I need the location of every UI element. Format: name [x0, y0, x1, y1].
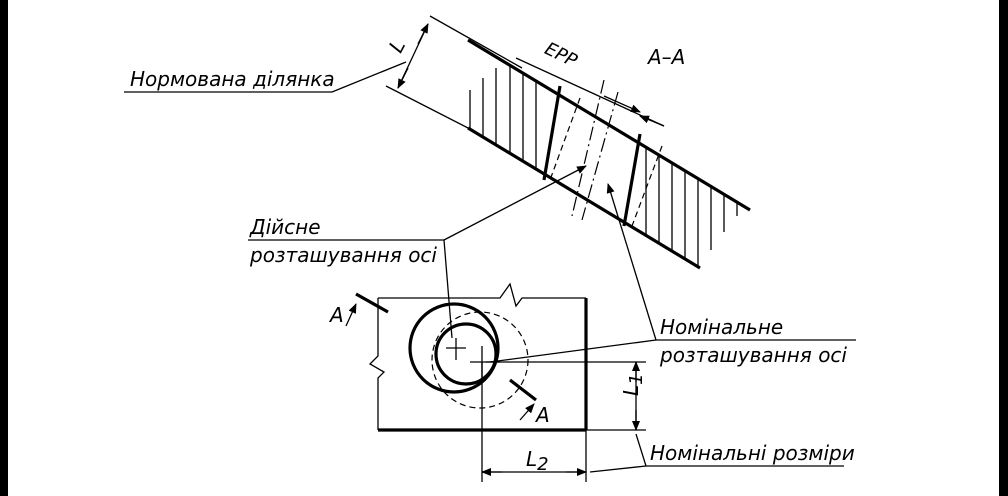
leader-nominal-position: Номінальне розташування осі: [489, 183, 856, 367]
plate-top-edge: [378, 282, 586, 308]
l-extension-bottom: [385, 85, 469, 129]
plate-left-edge: [368, 298, 386, 430]
frame-right-border: [999, 0, 1008, 496]
actual-hole-circle: [408, 302, 500, 394]
hole-wall-right: [622, 133, 642, 227]
cut-label-bottom: A: [534, 403, 550, 427]
epp-label: EPP: [541, 38, 580, 71]
nominal-position-line2: розташування осі: [659, 343, 847, 367]
nominal-position-line1: Номінальне: [660, 315, 783, 339]
actual-axis-line: [571, 79, 605, 217]
hole-inner-circle: [434, 322, 498, 386]
leader-normalized-section: Нормована ділянка: [124, 61, 407, 93]
leader-actual-position: Дійсне розташування осі: [248, 165, 587, 339]
cut-label-top: A: [328, 303, 344, 327]
section-a-a-label: A–A: [646, 45, 685, 69]
actual-position-line1: Дійсне: [249, 215, 321, 239]
l1-label: L1: [619, 373, 647, 396]
cut-mark-bottom: [509, 378, 537, 402]
frame-left-border: [0, 0, 8, 496]
hatching-right: [645, 146, 738, 266]
l2-label: L2: [526, 447, 549, 475]
section-view: [385, 15, 751, 270]
l-extension-top: [429, 15, 523, 69]
nominal-hole-right: [631, 145, 663, 227]
nominal-axis-line: [581, 91, 619, 221]
normalized-section-label: Нормована ділянка: [130, 67, 335, 91]
actual-position-line2: розташування осі: [249, 243, 437, 267]
plan-view: A A L1 L2: [328, 282, 647, 482]
strip-bottom-edge: [467, 126, 701, 270]
nominal-dimensions-label: Номінальні розміри: [650, 441, 855, 465]
leader-nominal-dimensions: Номінальні розміри: [589, 433, 855, 473]
hatching-left: [469, 64, 537, 170]
epp-dimension-line: [515, 57, 665, 127]
nominal-hole-left: [549, 97, 581, 181]
hole-wall-left: [542, 85, 562, 181]
cut-mark-top: [355, 292, 389, 314]
l-dimension-label: L: [384, 35, 410, 56]
nominal-hole-circle: [431, 311, 529, 409]
